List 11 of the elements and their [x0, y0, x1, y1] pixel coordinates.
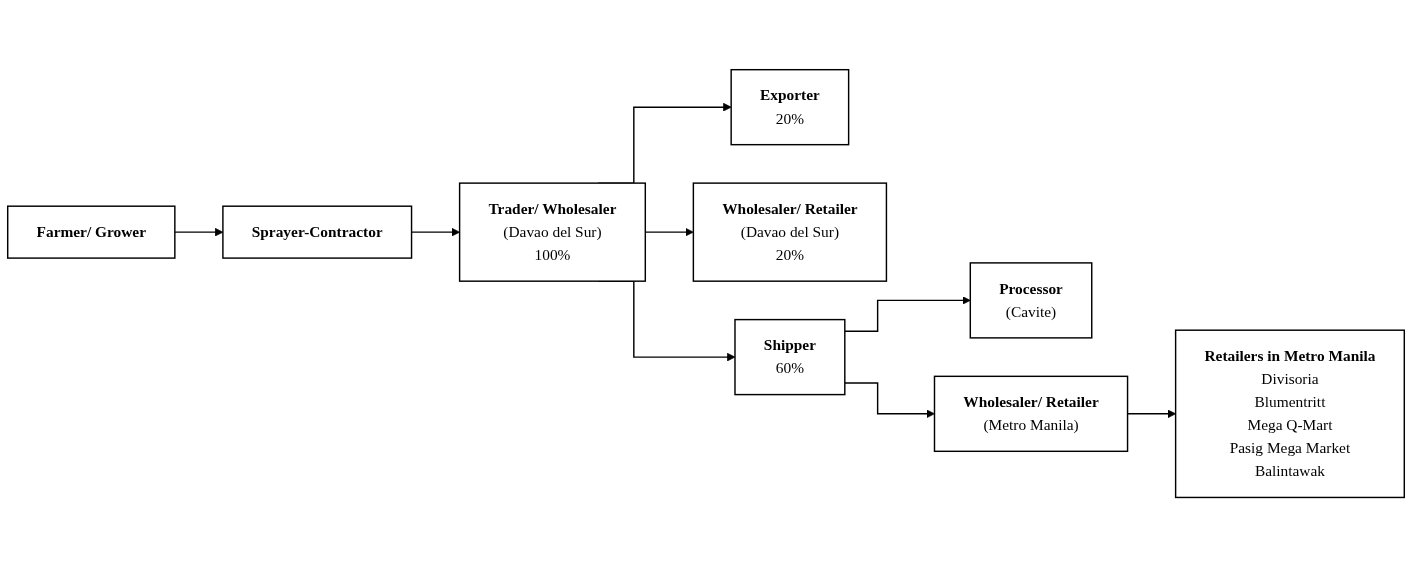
- node-box: Wholesaler/ Retailer (Metro Manila): [933, 375, 1129, 452]
- node-box: Sprayer-Contractor: [222, 205, 413, 259]
- node-box: Wholesaler/ Retailer (Davao del Sur) 20%: [692, 182, 888, 282]
- arrow: [844, 382, 935, 418]
- node-box: Trader/ Wholesaler (Davao del Sur) 100%: [458, 182, 647, 282]
- node-box: Farmer/ Grower: [7, 205, 176, 259]
- node-box: Exporter 20%: [730, 68, 850, 146]
- arrow: [844, 296, 971, 332]
- node-box: Processor (Cavite): [969, 262, 1093, 339]
- node-box: Shipper 60%: [734, 318, 846, 396]
- node-box: Retailers in Metro Manila Divisoria Blumentritt Mega Q-Mart Pasig Mega Market Balintawak: [1174, 329, 1405, 499]
